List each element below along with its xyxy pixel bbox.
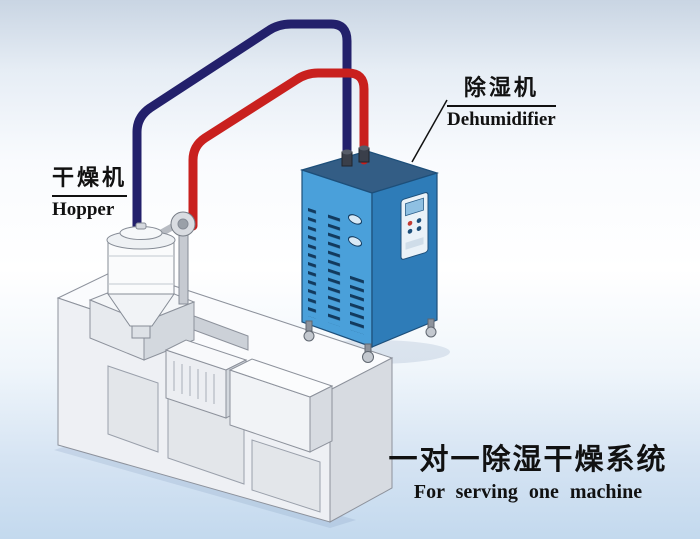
louver-lines: [173, 361, 215, 404]
panel-button: [407, 220, 413, 226]
caster-wheel: [425, 326, 437, 338]
dehumidifier-label: 除湿机 Dehumidifier: [447, 70, 556, 131]
caster-stem: [305, 320, 313, 332]
return-air-pipe: [188, 68, 369, 231]
extruder-barrel: [193, 315, 249, 351]
gearbox-right: [309, 385, 333, 453]
hopper-lid-knob: [135, 222, 147, 230]
loader-pipe: [178, 231, 189, 305]
caption-zh: 一对一除湿干燥系统: [388, 444, 668, 476]
dry-air-pipe: [132, 19, 352, 239]
pipe-connectors: [341, 145, 370, 167]
dehumidifier-leader-line: [411, 99, 448, 163]
extruder-right-face: [329, 357, 393, 523]
gauge-icon: [348, 214, 362, 225]
caster-wheel: [303, 330, 315, 342]
front-face-details: [308, 205, 364, 335]
gauge-icon: [348, 236, 362, 247]
dehumidifier-unit: [299, 150, 440, 363]
hopper-dryer: [106, 211, 196, 339]
dehumidifier-label-en: Dehumidifier: [447, 109, 556, 130]
hopper-cone: [107, 293, 175, 327]
pipe-connector-cap: [359, 145, 369, 151]
hopper-label-en: Hopper: [52, 199, 115, 220]
vent-grille: [328, 212, 344, 328]
panel-button: [407, 228, 413, 234]
vent-grille: [308, 205, 324, 322]
panel-display: [405, 197, 424, 217]
extruder-door-panel: [251, 439, 321, 513]
hopper-label: 干燥机 Hopper: [52, 160, 128, 221]
pedestal-right-face: [143, 301, 195, 361]
system-caption: 一对一除湿干燥系统 For serving one machine: [378, 436, 678, 504]
caster-wheel: [362, 351, 374, 363]
vent-grille: [348, 273, 364, 335]
panel-button: [416, 226, 422, 231]
extruder-door-panel: [107, 365, 159, 453]
panel-button: [416, 218, 422, 223]
pipe-connector-cap: [342, 149, 352, 155]
panel-label-strip: [405, 237, 424, 250]
hopper-label-zh: 干燥机: [52, 160, 128, 197]
dehumidifier-label-zh: 除湿机: [447, 70, 556, 107]
casters: [303, 318, 437, 363]
loader-blower-hub: [177, 218, 189, 230]
side-face-details: [400, 192, 429, 260]
caption-en: For serving one machine: [413, 481, 643, 503]
hopper-outlet: [131, 325, 151, 339]
gearbox-box: [228, 358, 334, 453]
